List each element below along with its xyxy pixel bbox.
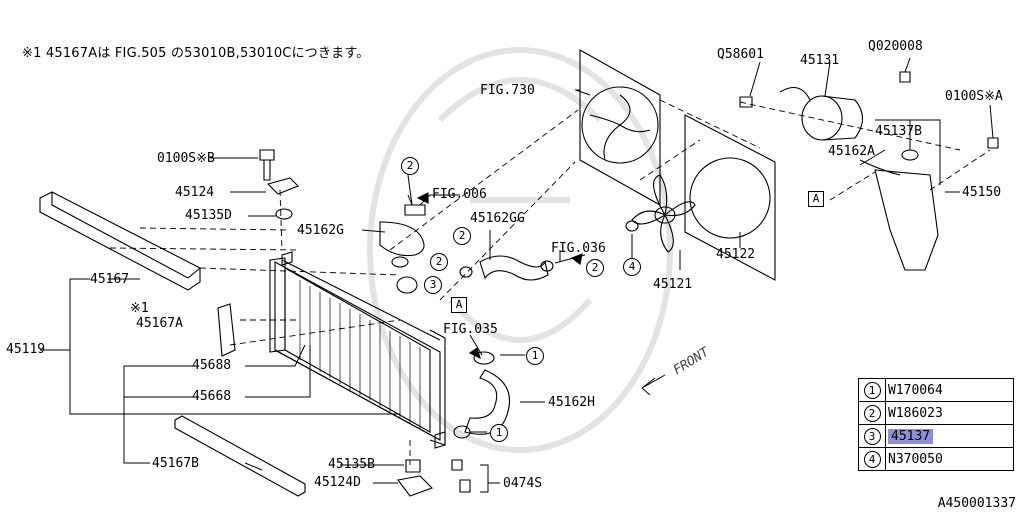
legend-circle-number: 1: [863, 381, 881, 399]
label-0100s-a[interactable]: 0100S※A: [945, 89, 1003, 104]
label-q020008[interactable]: Q020008: [868, 39, 923, 54]
label-fig006[interactable]: FIG.006: [432, 187, 487, 202]
label-45135d[interactable]: 45135D: [185, 208, 232, 223]
ref-circle-2-c: 2: [430, 253, 448, 271]
radiator-cap[interactable]: [396, 276, 418, 294]
ref-circle-1-b: 1: [490, 424, 508, 442]
label-45167[interactable]: 45167: [90, 272, 130, 287]
shroud-45122[interactable]: [684, 114, 776, 281]
parts-legend-table: 1 W170064 2 W186023 3 45137 4 N370050: [858, 378, 1014, 471]
label-45167b[interactable]: 45167B: [152, 456, 199, 471]
bolt-0100s-b[interactable]: [259, 149, 275, 181]
label-fig035[interactable]: FIG.035: [443, 322, 498, 337]
ref-circle-2-b: 2: [453, 227, 471, 245]
legend-row[interactable]: 1 W170064: [858, 378, 1014, 402]
label-45135b[interactable]: 45135B: [328, 457, 375, 472]
motor-45131[interactable]: [801, 95, 864, 141]
label-45131[interactable]: 45131: [800, 53, 840, 68]
label-0474s[interactable]: 0474S: [503, 476, 543, 491]
ref-circle-2-a: 2: [401, 157, 419, 175]
label-45162g[interactable]: 45162G: [297, 223, 344, 238]
reservoir-45150[interactable]: [874, 169, 939, 271]
radiator[interactable]: [269, 251, 446, 449]
legend-row[interactable]: 4 N370050: [858, 447, 1014, 471]
cap-45137b[interactable]: [901, 149, 919, 161]
label-fig730[interactable]: FIG.730: [480, 83, 535, 98]
label-45162gg[interactable]: 45162GG: [470, 211, 525, 226]
legend-part-number[interactable]: W186023: [885, 401, 1014, 425]
label-45121[interactable]: 45121: [653, 277, 693, 292]
clamp-upper[interactable]: [404, 204, 426, 216]
note-text: ※1 45167Aは FIG.505 の53010B,53010Cにつきます。: [22, 46, 370, 61]
label-45137b[interactable]: 45137B: [875, 124, 922, 139]
ref-box-a-right: A: [808, 191, 824, 207]
label-45119[interactable]: 45119: [6, 342, 46, 357]
label-45162h[interactable]: 45162H: [548, 395, 595, 410]
label-q58601[interactable]: Q58601: [717, 47, 764, 62]
legend-circle-number: 4: [863, 450, 881, 468]
label-45167a[interactable]: 45167A: [136, 316, 183, 331]
ref-circle-4: 4: [623, 258, 641, 276]
bracket-45124[interactable]: [266, 177, 299, 195]
ref-circle-2-d: 2: [586, 259, 604, 277]
fan-45121[interactable]: [631, 174, 696, 253]
ref-circle-3: 3: [424, 276, 442, 294]
cushion-45135d[interactable]: [275, 208, 293, 220]
cushion-45135b[interactable]: [405, 459, 421, 473]
label-45122[interactable]: 45122: [716, 247, 756, 262]
label-45688[interactable]: 45688: [192, 358, 232, 373]
label-45150[interactable]: 45150: [962, 185, 1002, 200]
watermark-logo: [367, 47, 673, 453]
label-45124[interactable]: 45124: [175, 185, 215, 200]
ref-circle-1-a: 1: [526, 347, 544, 365]
legend-row[interactable]: 3 45137: [858, 424, 1014, 448]
ref-box-a-left: A: [451, 297, 467, 313]
note-mark-1: ※1: [130, 301, 149, 316]
drawing-number: A450001337: [937, 496, 1016, 511]
label-0100s-b[interactable]: 0100S※B: [157, 151, 215, 166]
label-45668[interactable]: 45668: [192, 389, 232, 404]
legend-part-number[interactable]: W170064: [885, 378, 1014, 402]
label-45162a[interactable]: 45162A: [828, 144, 875, 159]
bracket-45167a[interactable]: [217, 303, 236, 357]
bracket-45124d[interactable]: [397, 475, 433, 497]
hose-45162h[interactable]: [464, 369, 510, 435]
lower-seal-45167b[interactable]: [174, 415, 306, 497]
legend-circle-number: 2: [863, 404, 881, 422]
screws-0474s[interactable]: [451, 459, 471, 493]
legend-circle-number: 3: [863, 427, 881, 445]
hose-45162gg[interactable]: [479, 255, 549, 281]
label-45124d[interactable]: 45124D: [314, 475, 361, 490]
label-fig036[interactable]: FIG.036: [551, 241, 606, 256]
legend-part-number[interactable]: N370050: [885, 447, 1014, 471]
legend-row[interactable]: 2 W186023: [858, 401, 1014, 425]
legend-part-number-highlighted[interactable]: 45137: [888, 428, 934, 444]
hose-45162g[interactable]: [379, 221, 425, 257]
